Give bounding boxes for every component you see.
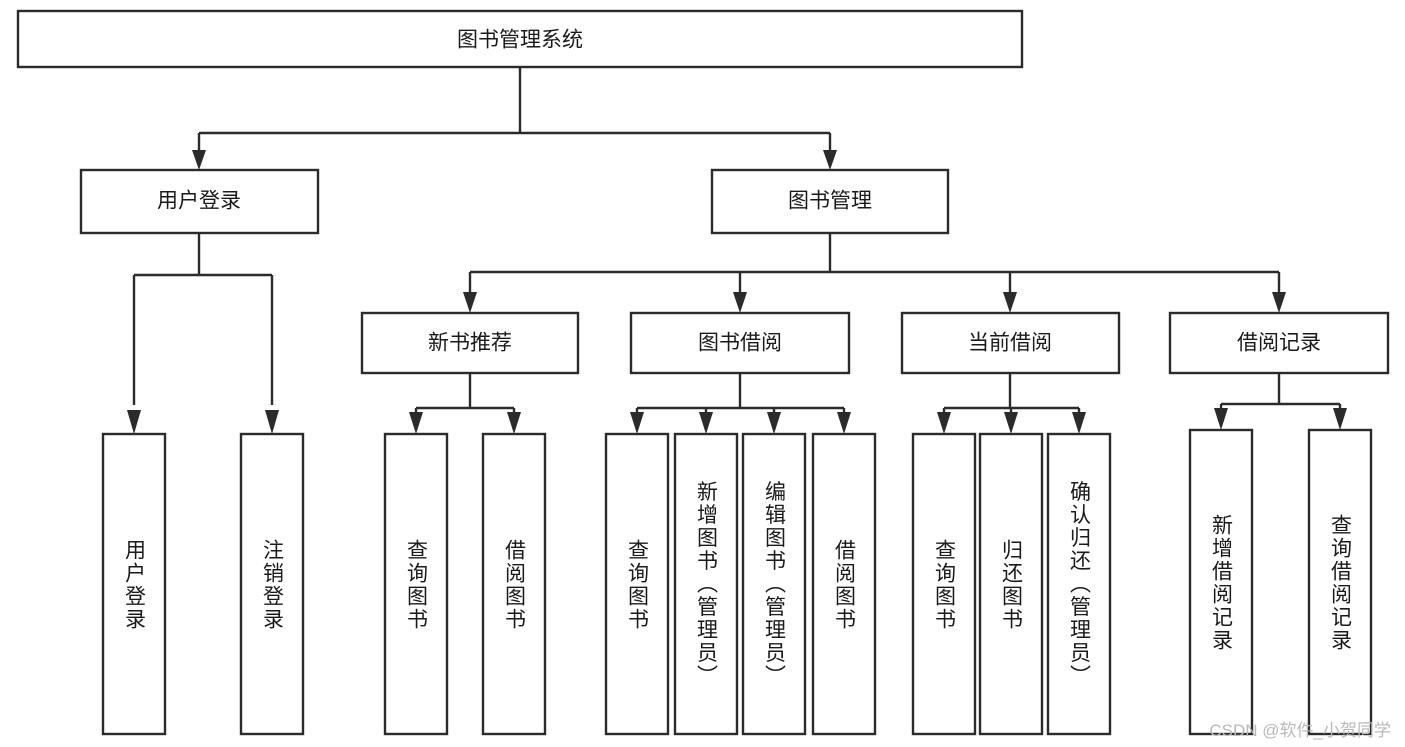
connector-new-book-recommend-bus — [414, 373, 516, 415]
node-new-book-recommend[interactable]: 新书推荐 — [360, 311, 580, 375]
connector-book-manage-bus — [468, 233, 1281, 295]
leaf-add-record-label: 新增借阅记录 — [1210, 514, 1234, 652]
arrow-to-leaf-query-book-3 — [937, 412, 951, 434]
node-current-borrow[interactable]: 当前借阅 — [900, 311, 1121, 375]
leaf-user-login-label: 用户登录 — [123, 539, 147, 631]
leaf-add-book-box[interactable] — [673, 432, 739, 736]
leaf-confirm-return-label: 确认归还（管理员） — [1068, 481, 1092, 688]
arrow-to-leaf-borrow-book-1 — [507, 412, 521, 434]
leaf-query-record-label: 查询借阅记录 — [1329, 514, 1353, 652]
node-book-manage-box[interactable] — [710, 168, 950, 235]
leaf-edit-book-label: 编辑图书（管理员） — [763, 481, 787, 688]
leaf-query-book-3[interactable]: 查询图书 — [911, 432, 977, 736]
arrow-to-user-login — [192, 150, 206, 170]
node-new-book-recommend-label: 新书推荐 — [428, 332, 512, 355]
leaf-query-book-2[interactable]: 查询图书 — [604, 432, 670, 736]
arrow-to-leaf-edit-book — [767, 412, 781, 434]
node-root-box[interactable] — [16, 9, 1024, 69]
leaf-borrow-book-1[interactable]: 借阅图书 — [481, 432, 547, 736]
leaf-user-login-box[interactable] — [101, 432, 167, 736]
leaf-add-book-label: 新增图书（管理员） — [695, 481, 719, 688]
node-current-borrow-label: 当前借阅 — [968, 332, 1052, 355]
node-book-borrow[interactable]: 图书借阅 — [629, 311, 851, 375]
node-new-book-recommend-box[interactable] — [360, 311, 580, 375]
arrow-to-leaf-query-book-2 — [630, 412, 644, 434]
arrow-to-leaf-confirm-return — [1072, 412, 1086, 434]
leaf-return-book[interactable]: 归还图书 — [978, 432, 1044, 736]
arrow-to-leaf-return-book — [1004, 412, 1018, 434]
leaf-query-book-3-label: 查询图书 — [933, 539, 957, 631]
arrow-to-current-borrow — [1003, 292, 1017, 313]
node-borrow-record-label: 借阅记录 — [1237, 332, 1321, 355]
arrow-to-book-manage — [823, 150, 837, 170]
leaf-borrow-book-2-label: 借阅图书 — [833, 539, 857, 631]
node-borrow-record-box[interactable] — [1168, 311, 1390, 375]
node-user-login-box[interactable] — [79, 168, 320, 235]
node-user-login[interactable]: 用户登录 — [79, 168, 320, 235]
leaf-logout-login-label: 注销登录 — [261, 539, 285, 631]
arrow-to-leaf-logout-login — [265, 410, 279, 434]
arrow-to-leaf-user-login — [127, 410, 141, 434]
node-root-label: 图书管理系统 — [457, 29, 583, 52]
leaf-borrow-book-1-box[interactable] — [481, 432, 547, 736]
leaf-query-book-3-box[interactable] — [911, 432, 977, 736]
leaf-query-record-box[interactable] — [1307, 428, 1373, 736]
leaf-logout-login-box[interactable] — [239, 432, 305, 736]
connector-layer — [127, 67, 1347, 434]
arrow-to-new-book-recommend — [463, 292, 477, 313]
connector-current-borrow-bus — [942, 373, 1081, 415]
connector-borrow-record-bus — [1219, 373, 1342, 410]
node-root[interactable]: 图书管理系统 — [16, 9, 1024, 69]
node-book-manage-label: 图书管理 — [788, 190, 872, 213]
node-book-borrow-label: 图书借阅 — [698, 332, 782, 355]
node-book-manage[interactable]: 图书管理 — [710, 168, 950, 235]
leaf-query-record[interactable]: 查询借阅记录 — [1307, 428, 1373, 736]
leaf-return-book-box[interactable] — [978, 432, 1044, 736]
node-user-login-label: 用户登录 — [157, 190, 241, 213]
leaf-query-book-2-box[interactable] — [604, 432, 670, 736]
leaf-borrow-book-2-box[interactable] — [811, 432, 877, 736]
leaf-borrow-book-2[interactable]: 借阅图书 — [811, 432, 877, 736]
leaf-query-book-1[interactable]: 查询图书 — [383, 432, 449, 736]
leaf-confirm-return-box[interactable] — [1046, 432, 1112, 736]
leaf-add-record-box[interactable] — [1188, 428, 1254, 736]
node-book-borrow-box[interactable] — [629, 311, 851, 375]
leaf-edit-book-box[interactable] — [741, 432, 807, 736]
leaf-query-book-2-label: 查询图书 — [626, 539, 650, 631]
arrow-to-leaf-add-book — [699, 412, 713, 434]
connector-user-login-bus — [132, 233, 274, 405]
leaf-add-book[interactable]: 新增图书（管理员） — [673, 432, 739, 736]
leaf-borrow-book-1-label: 借阅图书 — [503, 539, 527, 631]
leaf-user-login[interactable]: 用户登录 — [101, 432, 167, 736]
arrow-to-book-borrow — [733, 292, 747, 313]
arrow-to-borrow-record — [1272, 292, 1286, 313]
leaf-add-record[interactable]: 新增借阅记录 — [1188, 428, 1254, 736]
arrow-to-leaf-borrow-book-2 — [837, 412, 851, 434]
arrow-to-leaf-query-book-1 — [409, 412, 423, 434]
connector-book-borrow-bus — [635, 373, 846, 415]
arrow-to-leaf-query-record — [1333, 408, 1347, 430]
leaf-confirm-return[interactable]: 确认归还（管理员） — [1046, 432, 1112, 736]
leaf-query-book-1-box[interactable] — [383, 432, 449, 736]
leaf-query-book-1-label: 查询图书 — [405, 539, 429, 631]
leaf-return-book-label: 归还图书 — [1000, 539, 1024, 631]
arrow-to-leaf-add-record — [1214, 408, 1228, 430]
leaf-edit-book[interactable]: 编辑图书（管理员） — [741, 432, 807, 736]
leaf-logout-login[interactable]: 注销登录 — [239, 432, 305, 736]
csdn-watermark: CSDN @软件_小贺同学 — [1209, 721, 1391, 740]
node-current-borrow-box[interactable] — [900, 311, 1121, 375]
connector-root-bus — [197, 67, 832, 158]
node-borrow-record[interactable]: 借阅记录 — [1168, 311, 1390, 375]
